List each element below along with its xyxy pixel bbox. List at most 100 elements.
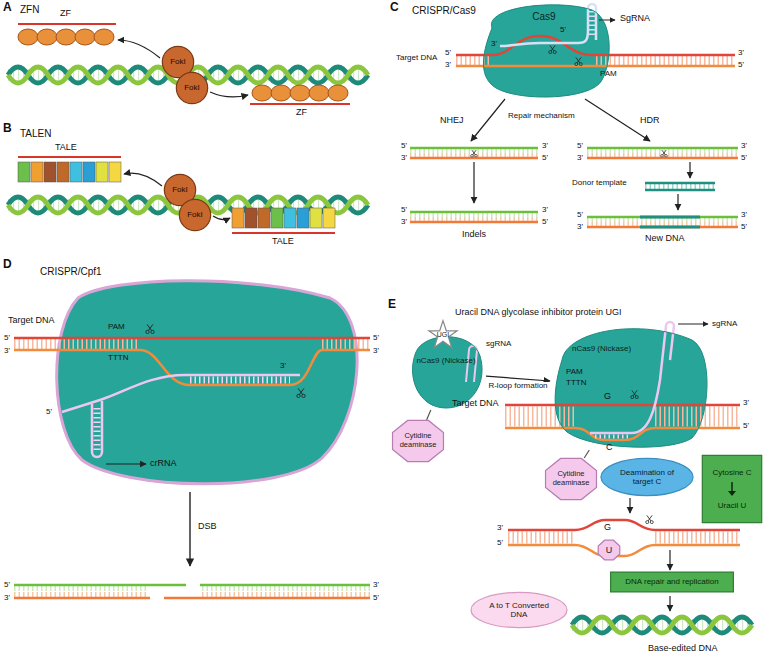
base-label: C: [606, 443, 613, 453]
node-text: FokI: [184, 83, 200, 92]
tether-line: [427, 410, 431, 420]
pathway-label: HDR: [640, 116, 660, 126]
strand-end: 5': [445, 49, 451, 58]
cas9-illustration: [410, 4, 738, 227]
base-label: G: [604, 523, 611, 533]
zfn-illustration: [8, 24, 368, 104]
result-ellipse: A to T Converted DNA: [470, 592, 568, 628]
strand-end: 5': [560, 26, 566, 35]
ncas9-protein-shape: [555, 329, 707, 447]
rna-label: crRNA: [150, 459, 177, 469]
rna-label: SgRNA: [620, 14, 650, 24]
strand-end: 5': [741, 154, 747, 163]
uracil-octagon-shape: [598, 540, 620, 560]
strand-end: 3': [491, 40, 497, 49]
strand-end: 5': [4, 581, 10, 590]
strand-end: 3': [373, 581, 379, 590]
node-text: FokI: [170, 57, 186, 66]
conversion-box: Cytosine CUracil U: [702, 455, 762, 523]
strand-end: 3': [401, 218, 407, 227]
panel-letter: B: [3, 122, 12, 135]
rna-label: sgRNA: [712, 320, 737, 329]
pathway-label: Repair mechanism: [508, 112, 575, 121]
strand-end: 3': [445, 61, 451, 70]
panel-title: TALEN: [20, 128, 52, 139]
motif-label: PAM: [600, 70, 617, 79]
domain-label: ZF: [296, 108, 307, 118]
strand-end: 3': [542, 142, 548, 151]
panel-title: Uracil DNA glycolase inhibitor protein U…: [455, 308, 622, 318]
strand-end: 3': [542, 206, 548, 215]
strand-end: 5': [542, 154, 548, 163]
dna-label: Target DNA: [8, 316, 55, 326]
panel-letter: D: [3, 258, 12, 271]
talen-illustration: [8, 157, 368, 233]
strand-end: 3': [743, 399, 749, 408]
deaminase-octagon: Cytidine deaminase: [545, 458, 597, 500]
conversion-arrow: [727, 481, 737, 497]
node-text: FokI: [187, 210, 203, 219]
strand-end: 5': [542, 218, 548, 227]
outcome-label: New DNA: [645, 234, 685, 244]
node-text: U: [606, 545, 613, 555]
deaminase-octagon: Cytidine deaminase: [392, 420, 444, 462]
panel-title: ZFN: [20, 4, 39, 15]
node-text: DNA repair and replication: [625, 577, 718, 586]
ugi-star-shape: [429, 321, 457, 348]
node-text: A to T Converted DNA: [482, 601, 556, 619]
motif-label: TTTN: [108, 354, 128, 363]
strand-end: 3': [741, 211, 747, 220]
domain-label: ZF: [60, 9, 71, 19]
strand-end: 5': [577, 211, 583, 220]
outcome-label: Base-edited DNA: [648, 644, 718, 654]
strand-end: 5': [46, 408, 52, 417]
panel-title: CRISPR/Cas9: [412, 5, 476, 16]
node-text: UGI: [437, 331, 449, 339]
strand-end: 3': [577, 154, 583, 163]
edge-label: R-loop formation: [486, 382, 549, 391]
strand-end: 3': [741, 142, 747, 151]
panel-title: CRISPR/Cpf1: [40, 266, 102, 277]
node-text: nCas9 (Nickase): [406, 356, 486, 365]
node-text: FokI: [172, 185, 188, 194]
panel-letter: A: [3, 1, 12, 14]
flow-arrow: [486, 376, 550, 381]
step-ellipse-shape: [601, 458, 693, 495]
strand-end: 5': [743, 422, 749, 431]
strand-end: 5': [373, 594, 379, 603]
strand-end: 3': [4, 594, 10, 603]
strand-end: 3': [4, 347, 10, 356]
motif-label: PAM: [108, 323, 125, 332]
rna-label: sgRNA: [486, 340, 511, 349]
process-box-shape: [611, 572, 734, 592]
node-text: nCas9 (Nickase): [572, 344, 708, 353]
domain-label: TALE: [55, 143, 77, 153]
dna-label: Target DNA: [396, 54, 437, 63]
strand-end: 3': [373, 347, 379, 356]
outcome-label: Indels: [462, 230, 486, 240]
deaminase-octagon-shape: [393, 420, 444, 461]
base-editor-illustration: [413, 322, 752, 633]
dna-label: Target DNA: [452, 399, 499, 409]
strand-end: 3': [738, 49, 744, 58]
domain-label: TALE: [272, 237, 294, 247]
strand-end: 3': [280, 362, 286, 371]
node-text: Deamination of target C: [611, 468, 682, 486]
dna-label: Donor template: [572, 179, 627, 188]
cpf1-illustration: [14, 281, 370, 598]
strand-end: 5': [577, 142, 583, 151]
strand-end: 5': [373, 334, 379, 343]
process-box: DNA repair and replication: [610, 572, 734, 592]
motif-label: TTTN: [566, 379, 586, 388]
pathway-label: NHEJ: [440, 116, 464, 126]
foki-domain-shape: [176, 72, 207, 103]
strand-end: 5': [497, 539, 503, 548]
foki-domain: FokI: [179, 199, 211, 231]
strand-end: 3': [497, 524, 503, 533]
panel-letter: C: [390, 1, 399, 14]
strand-end: 5': [401, 142, 407, 151]
strand-end: 5': [401, 206, 407, 215]
node-text: Uracil U: [712, 501, 751, 510]
result-ellipse-shape: [471, 592, 567, 627]
